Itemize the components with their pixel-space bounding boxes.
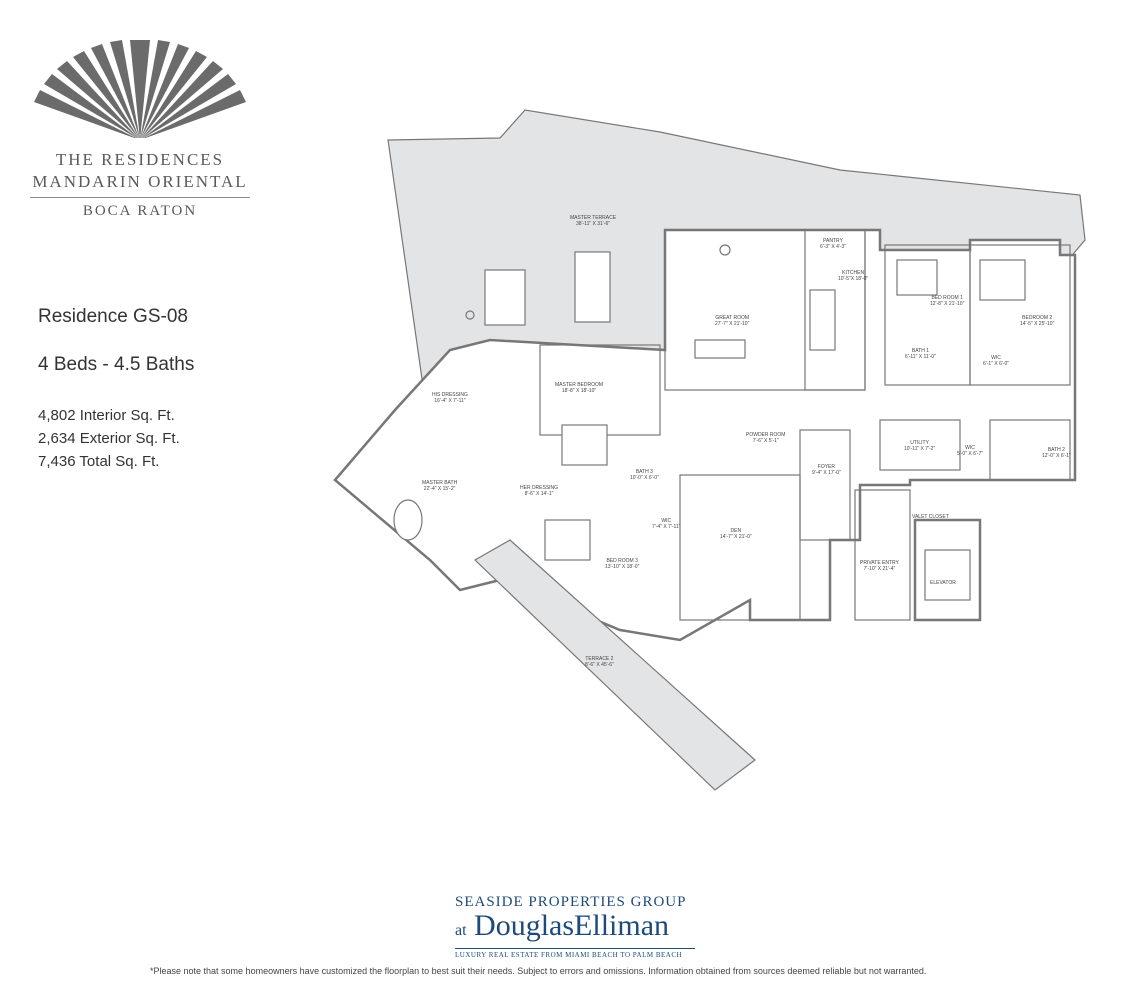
kitchen-island — [809, 289, 836, 351]
utility-box — [879, 419, 961, 471]
residence-title: Residence GS-08 — [38, 306, 188, 327]
brokerage-name: at DouglasElliman — [455, 909, 670, 942]
terrace-sofa — [484, 269, 526, 326]
douglas-elliman-logo: SEASIDE PROPERTIES GROUP at DouglasEllim… — [455, 894, 695, 959]
brand-line-2: MANDARIN ORIENTAL — [32, 172, 248, 191]
bath2-box — [989, 419, 1071, 481]
label-elevator: ELEVATOR — [930, 580, 956, 586]
brokerage-tagline: LUXURY REAL ESTATE FROM MIAMI BEACH TO P… — [455, 948, 695, 959]
foyer-box — [799, 429, 851, 541]
interior-area: 4,802 Interior Sq. Ft. — [38, 407, 175, 424]
floor-plan-drawing — [333, 109, 1086, 791]
elevator-box — [913, 518, 982, 622]
total-area: 7,436 Total Sq. Ft. — [38, 453, 160, 470]
group-name: SEASIDE PROPERTIES GROUP — [455, 894, 687, 910]
den-box — [679, 474, 801, 621]
bathtub — [393, 499, 423, 541]
kitchen-box — [804, 229, 866, 391]
bed-1 — [896, 259, 938, 296]
interior-shell — [333, 228, 1077, 642]
terrace-2-area — [474, 539, 756, 791]
private-entry-box — [854, 489, 911, 621]
terrace-dining-table — [574, 251, 611, 323]
disclaimer: *Please note that some homeowners have c… — [150, 966, 927, 976]
bed-3 — [544, 519, 591, 561]
terrace-chair-1 — [465, 310, 475, 320]
exterior-area: 2,634 Exterior Sq. Ft. — [38, 430, 180, 447]
fan-logo-icon — [30, 40, 250, 140]
dining-table — [694, 339, 746, 359]
brand-divider — [30, 197, 250, 198]
great-room-lamp — [719, 244, 731, 256]
elevator-cab — [924, 549, 971, 601]
bed2-box — [969, 244, 1071, 386]
master-bed — [561, 424, 608, 466]
area-list: 4,802 Interior Sq. Ft. 2,634 Exterior Sq… — [38, 404, 180, 473]
beds-baths: 4 Beds - 4.5 Baths — [38, 354, 195, 375]
brand-line-3: BOCA RATON — [82, 203, 198, 219]
bed-2 — [979, 259, 1026, 301]
label-valet-closet: VALET CLOSET — [912, 514, 949, 520]
brand-line-1: THE RESIDENCES — [55, 150, 225, 169]
brand-logo: THE RESIDENCES MANDARIN ORIENTAL BOCA RA… — [30, 40, 250, 220]
